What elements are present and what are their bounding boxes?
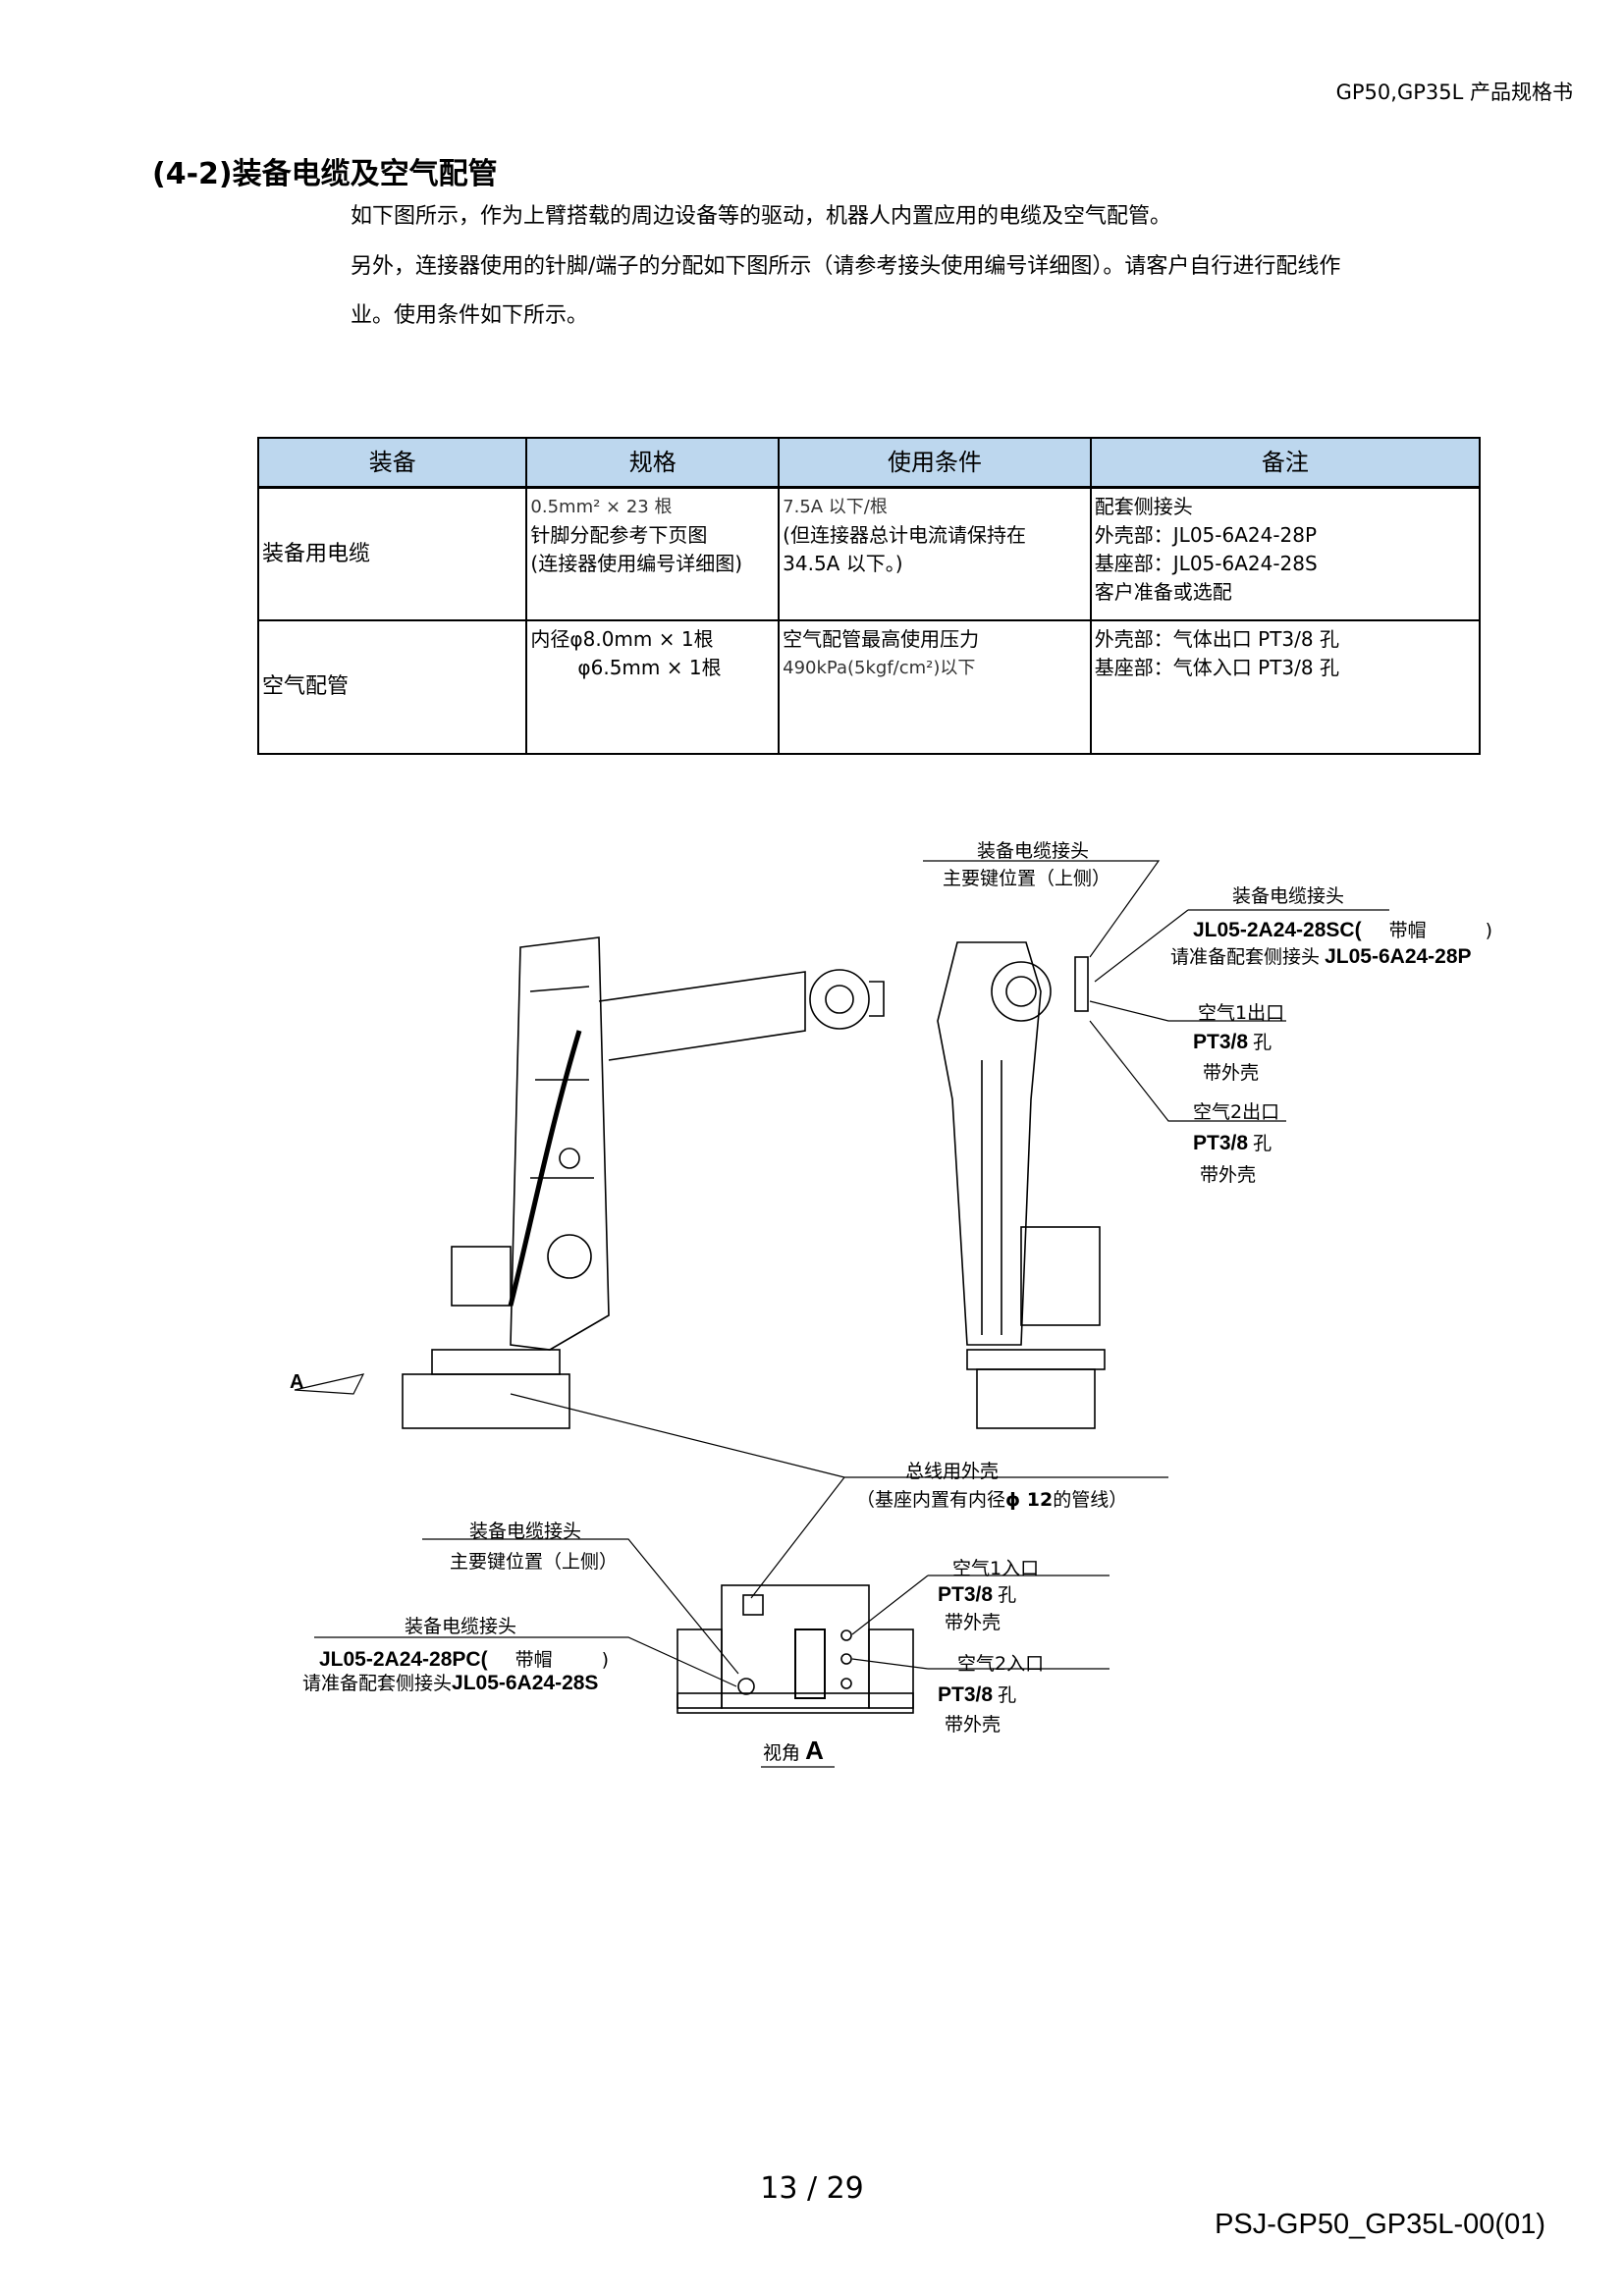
note-line: 基座部：JL05-6A24-28S xyxy=(1094,552,1318,575)
base-view-a xyxy=(677,1584,914,1714)
mate-part: JL05-6A24-28S xyxy=(452,1672,599,1694)
cond-line: 空气配管最高使用压力 xyxy=(783,626,980,651)
note-line: 外壳部：气体出口 PT3/8 孔 xyxy=(1094,626,1339,651)
document-header: GP50,GP35L 产品规格书 xyxy=(1335,80,1573,104)
bus-housing-note: （基座内置有内径ϕ 12的管线） xyxy=(856,1485,1127,1512)
spec: PT3/8 xyxy=(938,1683,994,1706)
cond-line: 490kPa(5kgf/cm²)以下 xyxy=(783,657,976,678)
lower-conn-title: 装备电缆接头 xyxy=(469,1521,582,1542)
hole: 孔 xyxy=(1253,1133,1272,1154)
lower-conn2-title: 装备电缆接头 xyxy=(405,1616,517,1637)
cell-spec: 内径φ8.0mm × 1根 φ6.5mm × 1根 xyxy=(525,618,781,755)
note-a: （基座内置有内径 xyxy=(856,1489,1006,1511)
section-title: (4-2)装备电缆及空气配管 xyxy=(152,157,498,191)
robot-side-view xyxy=(294,936,885,1429)
air1-in-note: 带外壳 xyxy=(945,1612,1001,1633)
cell-equipment: 装备用电缆 xyxy=(256,486,528,621)
table-header-row: 装备 规格 使用条件 备注 xyxy=(256,437,1482,489)
paren: ) xyxy=(1485,920,1493,941)
air1-out-note: 带外壳 xyxy=(1203,1062,1260,1084)
equipment-table: 装备 规格 使用条件 备注 装备用电缆 0.5mm² × 23 根针脚分配参考下… xyxy=(256,437,1482,755)
bus-housing-title: 总线用外壳 xyxy=(905,1461,1000,1482)
lower-conn2-part: JL05-2A24-28PC( 带帽) xyxy=(319,1645,609,1672)
spec: PT3/8 xyxy=(1193,1132,1249,1154)
view-label: 视角 xyxy=(763,1742,801,1764)
air1-out-spec: PT3/8 孔 xyxy=(1193,1028,1272,1054)
mate-label: 请准备配套侧接头 xyxy=(1170,946,1321,968)
upper-conn-title: 装备电缆接头 xyxy=(977,840,1090,862)
upper-conn2-title: 装备电缆接头 xyxy=(1232,885,1345,907)
col-header: 使用条件 xyxy=(778,437,1092,489)
cap-note: 带帽 xyxy=(1388,920,1427,941)
upper-conn2-part: JL05-2A24-28SC( 带帽) xyxy=(1193,916,1492,942)
part-number: JL05-2A24-28PC( xyxy=(319,1648,488,1671)
air2-out-note: 带外壳 xyxy=(1200,1164,1257,1186)
view-marker: A xyxy=(290,1371,304,1393)
spec-line: 0.5mm² × 23 根 xyxy=(530,497,673,517)
spec-line: (连接器使用编号详细图) xyxy=(530,552,743,575)
air2-out-title: 空气2出口 xyxy=(1193,1101,1280,1123)
leader-lines xyxy=(314,860,1389,1768)
cond-line: 34.5A 以下。) xyxy=(783,552,903,575)
view-a-caption: 视角 A xyxy=(763,1735,824,1766)
upper-conn2-mate: 请准备配套侧接头 JL05-6A24-28P xyxy=(1170,942,1472,969)
air1-out-title: 空气1出口 xyxy=(1198,1002,1285,1024)
col-header: 规格 xyxy=(525,437,781,489)
spec: PT3/8 xyxy=(1193,1031,1249,1053)
mate-part: JL05-6A24-28P xyxy=(1325,945,1472,968)
spec-line: 针脚分配参考下页图 xyxy=(530,523,708,547)
robot-front-view xyxy=(937,941,1106,1429)
document-code: PSJ-GP50_GP35L-00(01) xyxy=(1215,2209,1545,2240)
cell-notes: 外壳部：气体出口 PT3/8 孔基座部：气体入口 PT3/8 孔 xyxy=(1089,618,1482,755)
cond-line: 7.5A 以下/根 xyxy=(783,497,888,517)
paragraph-1: 如下图所示，作为上臂搭载的周边设备等的驱动，机器人内置应用的电缆及空气配管。 xyxy=(351,204,1172,229)
cell-equipment: 空气配管 xyxy=(256,618,528,755)
col-header: 装备 xyxy=(256,437,528,489)
air2-in-title: 空气2入口 xyxy=(957,1653,1045,1675)
note-line: 外壳部：JL05-6A24-28P xyxy=(1094,523,1318,547)
col-header: 备注 xyxy=(1089,437,1482,489)
air2-out-spec: PT3/8 孔 xyxy=(1193,1129,1272,1155)
air2-in-note: 带外壳 xyxy=(945,1714,1001,1735)
view-letter: A xyxy=(805,1735,824,1765)
part-number: JL05-2A24-28SC( xyxy=(1193,919,1362,941)
cell-notes: 配套侧接头外壳部：JL05-6A24-28P 基座部：JL05-6A24-28S 客… xyxy=(1089,486,1482,621)
air1-in-title: 空气1入口 xyxy=(952,1558,1040,1579)
lower-conn-key: 主要键位置（上侧） xyxy=(450,1551,619,1573)
paragraph-2: 另外，连接器使用的针脚/端子的分配如下图所示（请参考接头使用编号详细图）。请客户… xyxy=(351,254,1341,279)
spec: PT3/8 xyxy=(938,1583,994,1606)
note-phi: ϕ 12 xyxy=(1005,1489,1054,1511)
hole: 孔 xyxy=(1253,1032,1272,1053)
note-b: 的管线） xyxy=(1053,1489,1128,1511)
note-line: 配套侧接头 xyxy=(1094,495,1193,518)
upper-conn-key: 主要键位置（上侧） xyxy=(943,868,1111,889)
note-line: 基座部：气体入口 PT3/8 孔 xyxy=(1094,655,1339,679)
spec-line: 内径φ8.0mm × 1根 xyxy=(530,626,714,651)
air1-in-spec: PT3/8 孔 xyxy=(938,1580,1016,1607)
paren: ) xyxy=(601,1649,610,1671)
page-number: 13 / 29 xyxy=(760,2171,864,2206)
note-line: 客户准备或选配 xyxy=(1094,580,1232,604)
table-row: 空气配管 内径φ8.0mm × 1根 φ6.5mm × 1根 空气配管最高使用压力… xyxy=(256,618,1482,755)
cell-spec: 0.5mm² × 23 根针脚分配参考下页图 (连接器使用编号详细图) xyxy=(525,486,781,621)
spec-line: φ6.5mm × 1根 xyxy=(577,655,722,679)
hole: 孔 xyxy=(998,1584,1017,1606)
mate-label: 请准备配套侧接头 xyxy=(302,1673,453,1694)
cell-conditions: 空气配管最高使用压力 490kPa(5kgf/cm²)以下 xyxy=(778,618,1092,755)
hole: 孔 xyxy=(998,1684,1017,1706)
cell-conditions: 7.5A 以下/根 (但连接器总计电流请保持在 34.5A 以下。) xyxy=(778,486,1092,621)
paragraph-3: 业。使用条件如下所示。 xyxy=(351,303,589,328)
cap-note: 带帽 xyxy=(514,1649,553,1671)
table-row: 装备用电缆 0.5mm² × 23 根针脚分配参考下页图 (连接器使用编号详细图)… xyxy=(256,486,1482,621)
air2-in-spec: PT3/8 孔 xyxy=(938,1681,1016,1707)
cond-line: (但连接器总计电流请保持在 xyxy=(783,523,1026,547)
lower-conn2-mate: 请准备配套侧接头JL05-6A24-28S xyxy=(302,1669,598,1695)
